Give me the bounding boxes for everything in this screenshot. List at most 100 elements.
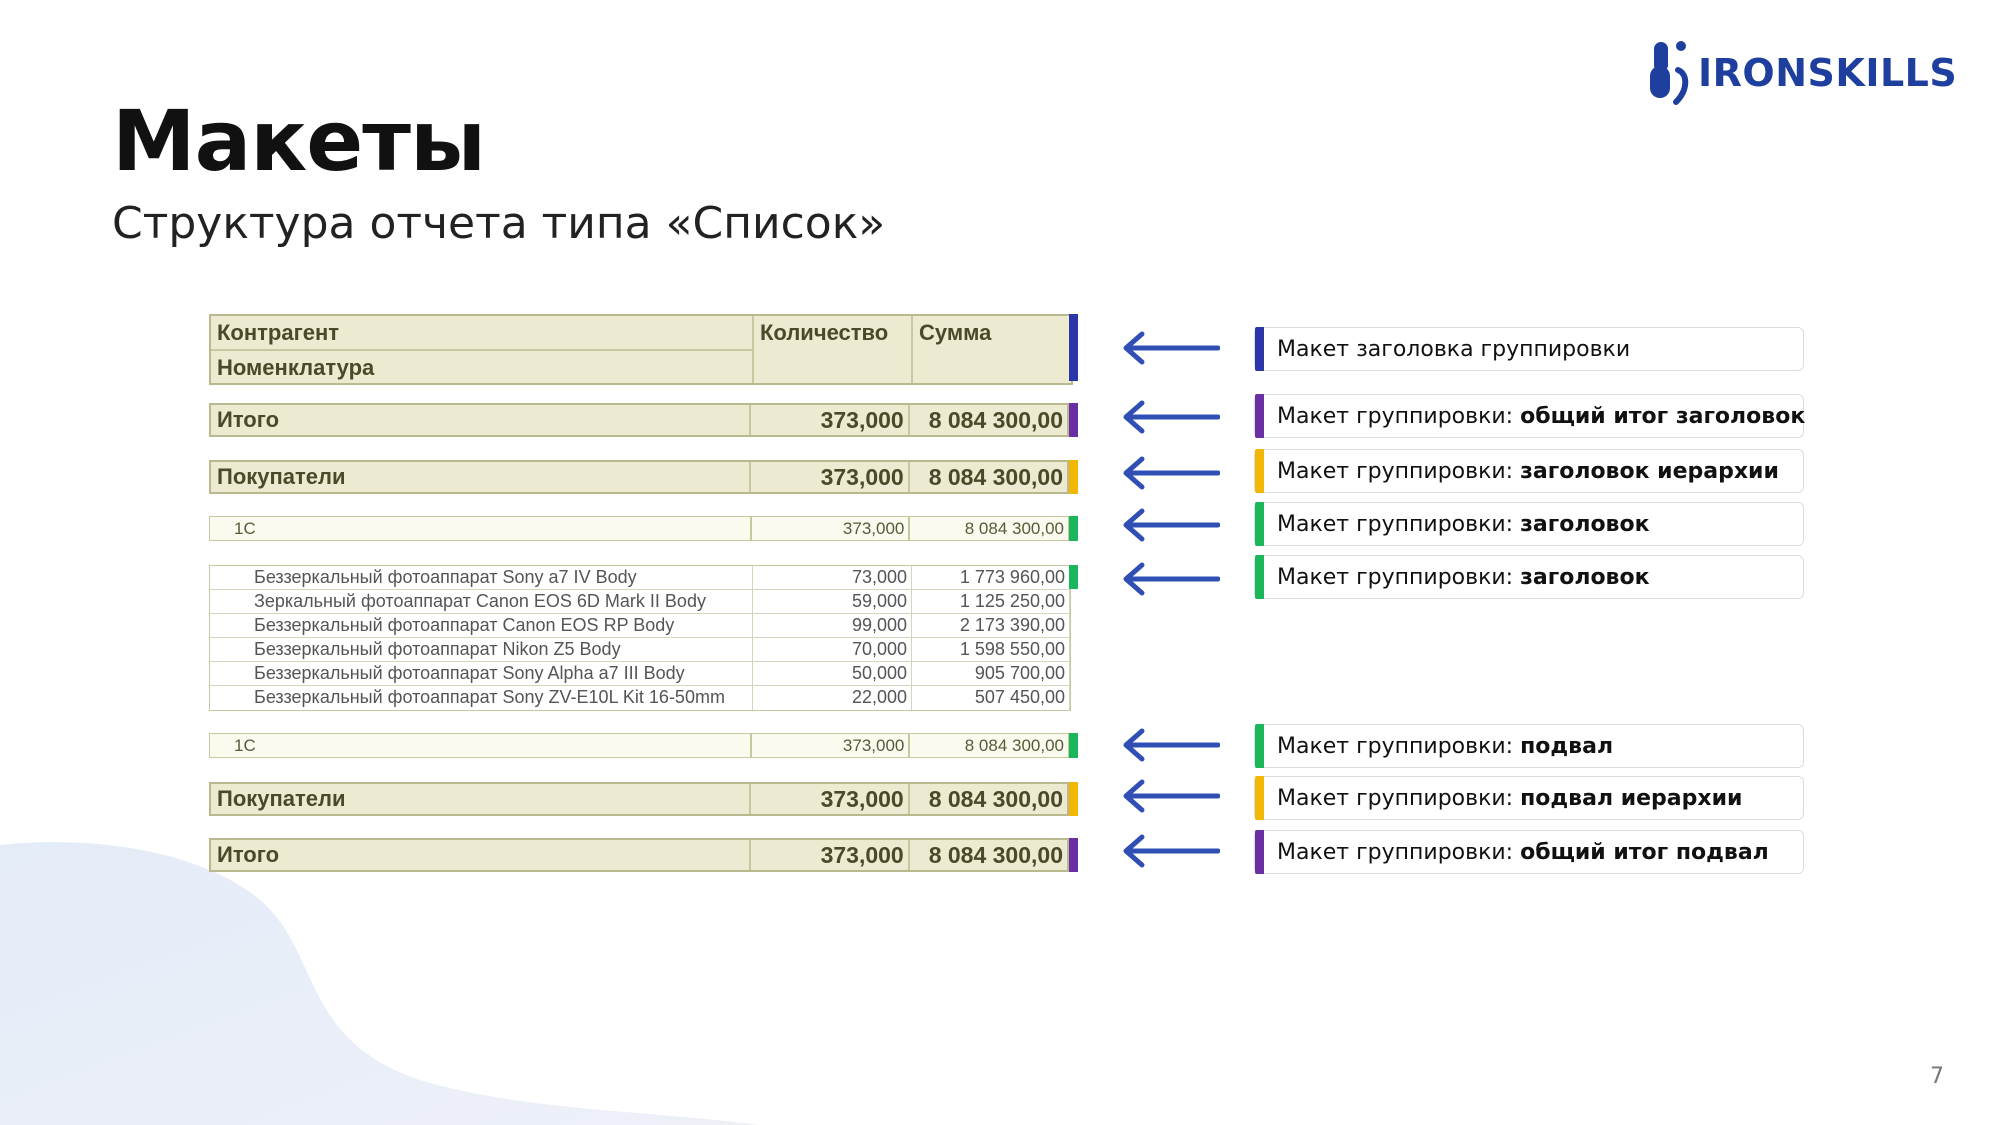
total-bottom-sum: 8 084 300,00 — [928, 842, 1063, 868]
arrow-left-icon — [1123, 508, 1220, 542]
annotation-bold: заголовок иерархии — [1520, 458, 1779, 484]
group-top-sum: 8 084 300,00 — [928, 464, 1063, 490]
annotation-prefix: Макет группировки: — [1277, 564, 1521, 590]
item-name: Беззеркальный фотоаппарат Sony a7 IV Bod… — [210, 566, 753, 589]
item-sum: 2 173 390,00 — [912, 614, 1070, 637]
annotation-bold: заголовок — [1520, 564, 1650, 590]
item-qty: 73,000 — [753, 566, 912, 589]
item-qty: 59,000 — [753, 590, 912, 613]
arrow-left-icon — [1123, 562, 1220, 596]
logo-mark-icon — [1650, 41, 1689, 105]
annotation-color-bar — [1255, 776, 1264, 820]
annotation-prefix: Макет группировки: — [1277, 785, 1521, 811]
item-name: Беззеркальный фотоаппарат Nikon Z5 Body — [210, 638, 753, 661]
header-nomenklatura: Номенклатура — [217, 355, 375, 380]
annotation-bold: общий итог заголовок — [1520, 403, 1806, 429]
group-bottom-row: Покупатели 373,000 8 084 300,00 — [209, 782, 1069, 816]
report-header: Контрагент Номенклатура Количество Сумма — [209, 314, 1073, 385]
item-sum: 1 598 550,00 — [912, 638, 1070, 661]
annotation-label: Макет группировки: общий итог подвал — [1254, 830, 1804, 874]
annotation-label: Макет группировки: заголовок — [1254, 502, 1804, 546]
table-row: Беззеркальный фотоаппарат Sony ZV-E10L K… — [210, 686, 1070, 710]
annotation-bold: общий итог подвал — [1520, 839, 1769, 865]
marker-group-top — [1069, 460, 1078, 494]
table-row: Зеркальный фотоаппарат Canon EOS 6D Mark… — [210, 590, 1070, 614]
marker-total-bottom — [1069, 838, 1078, 872]
logo-text: IRONSKILLS — [1698, 51, 1958, 95]
arrow-left-icon — [1123, 400, 1220, 434]
annotation-color-bar — [1255, 327, 1264, 371]
sub-top-qty: 373,000 — [752, 517, 911, 540]
annotation-color-bar — [1255, 724, 1264, 768]
item-name: Беззеркальный фотоаппарат Sony ZV-E10L K… — [210, 686, 753, 710]
table-row: Беззеркальный фотоаппарат Sony Alpha a7 … — [210, 662, 1070, 686]
total-bottom-row: Итого 373,000 8 084 300,00 — [209, 838, 1069, 872]
sub-bottom-row: 1С 373,000 8 084 300,00 — [209, 733, 1069, 758]
item-sum: 905 700,00 — [912, 662, 1070, 685]
group-top-label: Покупатели — [211, 462, 752, 492]
table-row: Беззеркальный фотоаппарат Sony a7 IV Bod… — [210, 566, 1070, 590]
item-name: Беззеркальный фотоаппарат Canon EOS RP B… — [210, 614, 753, 637]
annotation-color-bar — [1255, 555, 1264, 599]
annotation-label: Макет группировки: подвал иерархии — [1254, 776, 1804, 820]
group-top-row: Покупатели 373,000 8 084 300,00 — [209, 460, 1069, 494]
items-table: Беззеркальный фотоаппарат Sony a7 IV Bod… — [209, 565, 1071, 711]
sub-top-label: 1С — [210, 517, 752, 540]
header-sum: Сумма — [919, 320, 992, 345]
total-bottom-qty: 373,000 — [751, 840, 910, 870]
annotation-label: Макет группировки: подвал — [1254, 724, 1804, 768]
annotation-prefix: Макет группировки: — [1277, 839, 1521, 865]
marker-total-top — [1069, 403, 1078, 437]
sub-bottom-sum: 8 084 300,00 — [964, 736, 1064, 755]
annotation-label: Макет заголовка группировки — [1254, 327, 1804, 371]
annotation-color-bar — [1255, 394, 1264, 438]
annotation-bold: заголовок — [1520, 511, 1650, 537]
page-number: 7 — [1930, 1064, 1944, 1089]
item-qty: 50,000 — [753, 662, 912, 685]
marker-items — [1069, 565, 1078, 589]
group-bottom-sum: 8 084 300,00 — [928, 786, 1063, 812]
arrow-left-icon — [1123, 456, 1220, 490]
group-top-qty: 373,000 — [751, 462, 910, 492]
slide-subtitle: Структура отчета типа «Список» — [112, 198, 886, 249]
annotation-prefix: Макет группировки: — [1277, 511, 1521, 537]
group-bottom-label: Покупатели — [211, 784, 752, 814]
item-sum: 507 450,00 — [912, 686, 1070, 710]
item-name: Беззеркальный фотоаппарат Sony Alpha a7 … — [210, 662, 753, 685]
marker-header — [1069, 314, 1078, 381]
annotation-prefix: Макет группировки: — [1277, 733, 1521, 759]
annotation-color-bar — [1255, 449, 1264, 493]
annotation-color-bar — [1255, 502, 1264, 546]
arrow-left-icon — [1123, 331, 1220, 365]
annotation-color-bar — [1255, 830, 1264, 874]
arrow-left-icon — [1123, 728, 1220, 762]
annotation-label: Макет группировки: заголовок иерархии — [1254, 449, 1804, 493]
total-top-row: Итого 373,000 8 084 300,00 — [209, 403, 1069, 437]
annotation-bold: подвал — [1520, 733, 1614, 759]
item-qty: 22,000 — [753, 686, 912, 710]
slide-title: Макеты — [112, 92, 486, 190]
sub-bottom-label: 1С — [210, 734, 752, 757]
item-sum: 1 125 250,00 — [912, 590, 1070, 613]
item-qty: 70,000 — [753, 638, 912, 661]
annotation-prefix: Макет группировки: — [1277, 403, 1521, 429]
annotation-label: Макет группировки: заголовок — [1254, 555, 1804, 599]
total-top-qty: 373,000 — [751, 405, 910, 435]
marker-sub-bottom — [1069, 733, 1078, 758]
ironskills-logo: IRONSKILLS — [1648, 38, 1957, 108]
marker-sub-top — [1069, 516, 1078, 541]
annotation-prefix: Макет группировки: — [1277, 458, 1521, 484]
annotation-prefix: Макет заголовка группировки — [1277, 336, 1631, 362]
item-sum: 1 773 960,00 — [912, 566, 1070, 589]
item-name: Зеркальный фотоаппарат Canon EOS 6D Mark… — [210, 590, 753, 613]
total-top-label: Итого — [211, 405, 752, 435]
group-bottom-qty: 373,000 — [751, 784, 910, 814]
arrow-left-icon — [1123, 779, 1220, 813]
total-bottom-label: Итого — [211, 840, 752, 870]
total-top-sum: 8 084 300,00 — [928, 407, 1063, 433]
item-qty: 99,000 — [753, 614, 912, 637]
header-col1: Контрагент Номенклатура — [211, 316, 754, 383]
marker-group-bottom — [1069, 782, 1078, 816]
table-row: Беззеркальный фотоаппарат Canon EOS RP B… — [210, 614, 1070, 638]
header-quantity: Количество — [754, 316, 913, 383]
